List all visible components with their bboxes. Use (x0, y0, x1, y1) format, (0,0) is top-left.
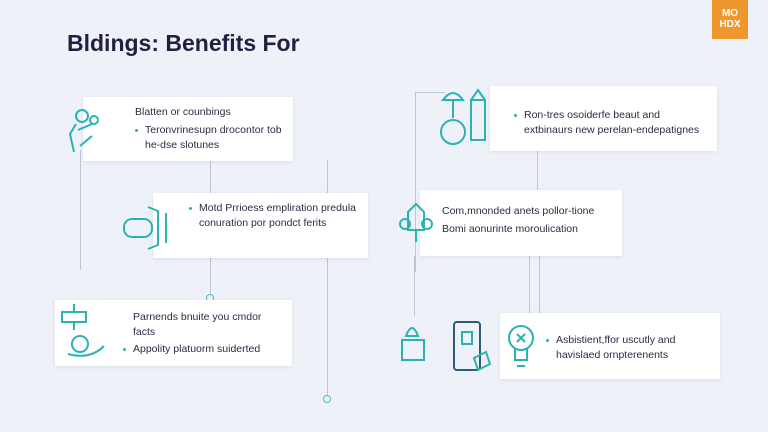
robot-icon (396, 318, 430, 369)
card-bullet: Appolity platuorm suiderted (123, 342, 282, 357)
card-line: Com,mnonded anets pollor-tione (442, 205, 595, 217)
connector-line (414, 256, 415, 316)
card-line: Bomi aonurinte moroulication (442, 223, 578, 235)
benefit-card-5: Parnends bnuite you cmdor facts Appolity… (55, 300, 292, 366)
benefit-card-6: Asbistient,ffor uscutly and havislaed or… (500, 313, 720, 379)
card-heading: Blatten or counbings (135, 106, 231, 118)
tablet-touch-icon (450, 318, 494, 379)
benefit-card-2: Motd Prrioess empliration predula conura… (153, 193, 368, 258)
card-bullet: Asbistient,ffor uscutly and havislaed or… (546, 333, 710, 363)
logo-line-1: MO (721, 8, 739, 19)
benefit-card-3: Ron-tres osoiderfe beaut and extbinaurs … (490, 86, 717, 151)
connector-line (415, 92, 445, 93)
benefit-card-1: Blatten or counbings Teronvrinesupn droc… (83, 97, 293, 161)
connector-line (327, 160, 328, 395)
logo-line-2: HDX (719, 19, 741, 30)
connector-line (539, 256, 540, 314)
card-bullet: Ron-tres osoiderfe beaut and extbinaurs … (514, 108, 707, 138)
benefit-card-4: Com,mnonded anets pollor-tione Bomi aonu… (420, 190, 622, 256)
connector-line (529, 256, 530, 336)
connector-line (415, 92, 416, 272)
connector-line (80, 150, 81, 270)
machine-icon (122, 203, 182, 258)
connector-line (537, 150, 538, 190)
person-icon (62, 106, 112, 161)
lightbulb-icon (505, 322, 539, 375)
appliances-icon (437, 86, 497, 157)
card-heading: Parnends bnuite you cmdor facts (133, 311, 262, 338)
building-icon (398, 200, 434, 251)
connector-node (323, 395, 331, 403)
page-title: Bldings: Benefits For (67, 30, 300, 56)
card-bullet: Motd Prrioess empliration predula conura… (189, 201, 358, 231)
gauge-robot-icon (60, 302, 120, 367)
card-bullet: Teronvrinesupn drocontor tob he-dse slot… (135, 123, 283, 153)
